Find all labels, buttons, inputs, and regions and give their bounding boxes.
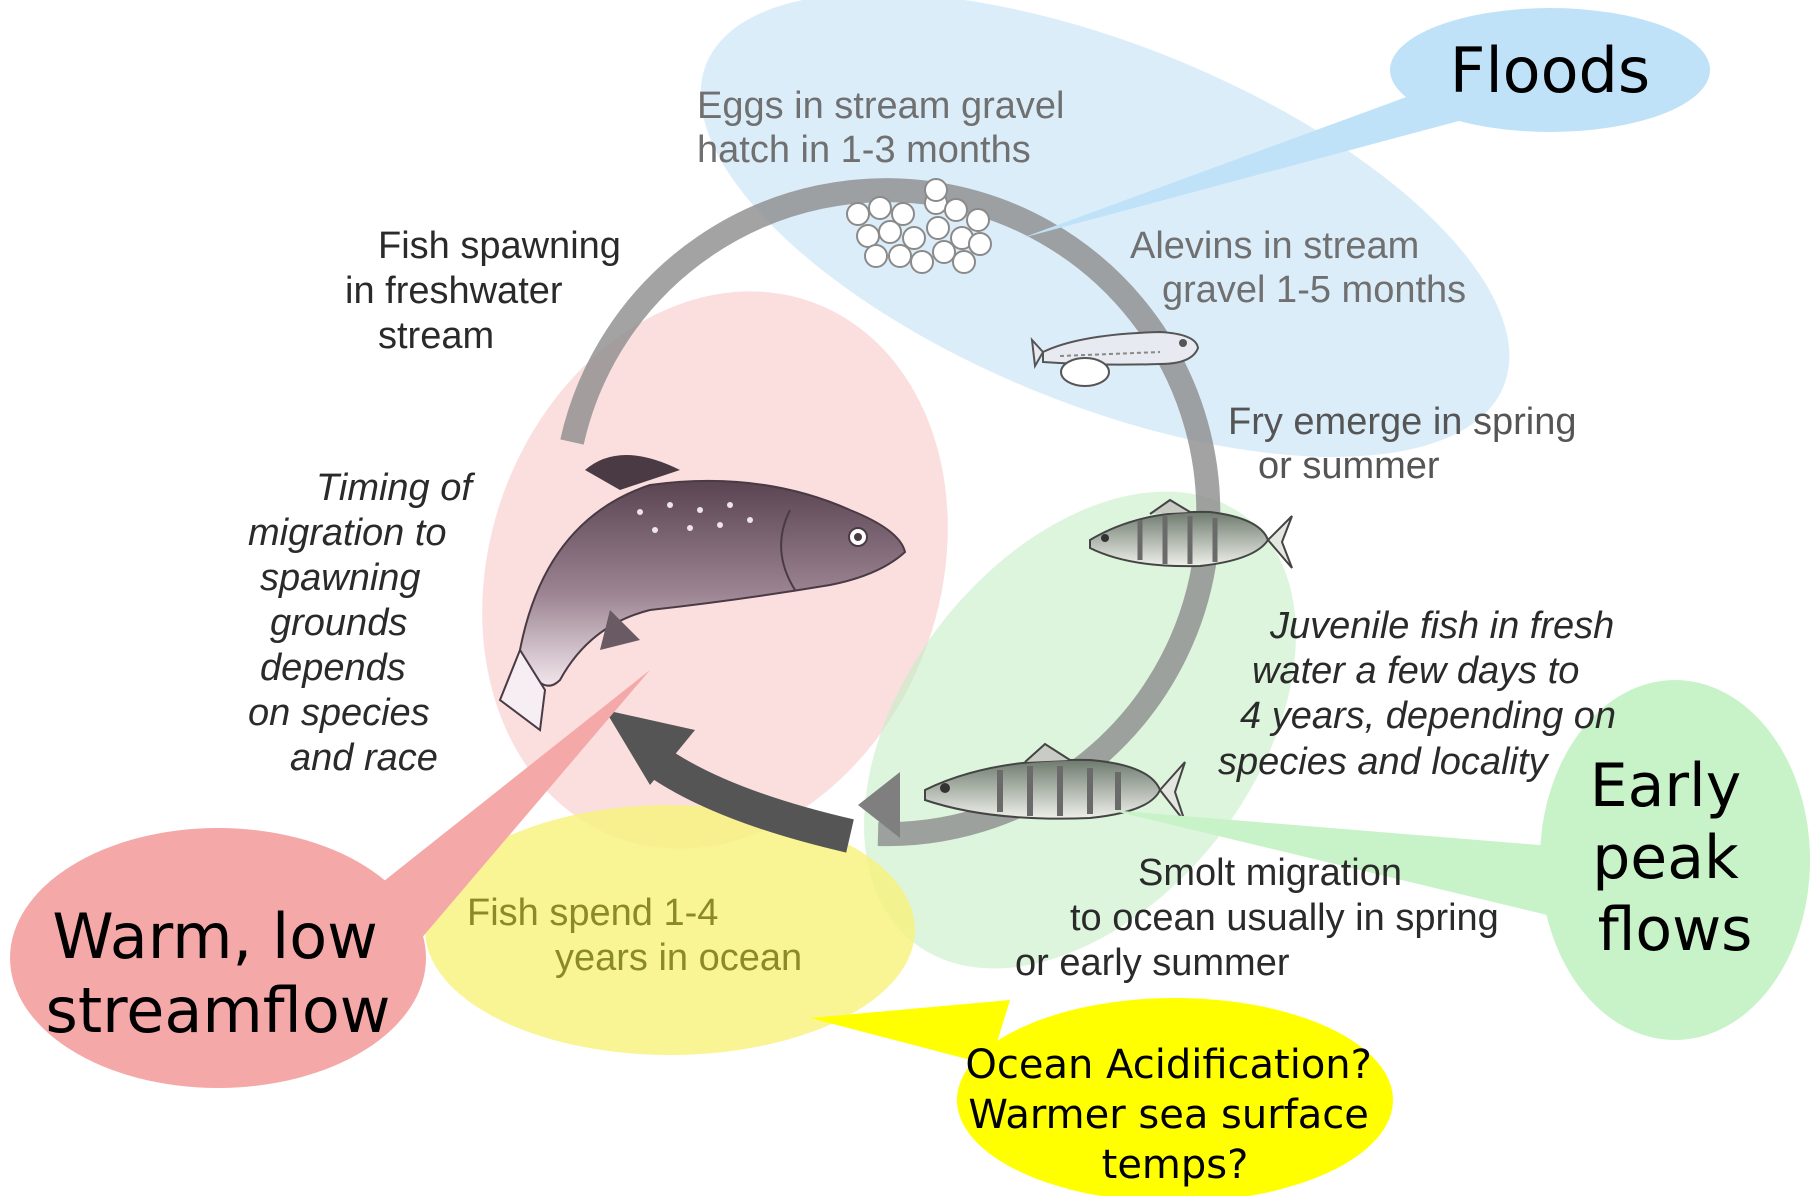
streamflow-callout-label: Warm, low streamflow (46, 900, 398, 1047)
floods-callout-label: Floods (1450, 34, 1650, 107)
peak-flows-callout-label: Early peak flows (1590, 751, 1761, 965)
spawning-label: Fish spawning in freshwater stream (345, 225, 631, 357)
timing-label: Timing of migration to spawning grounds … (248, 467, 483, 779)
